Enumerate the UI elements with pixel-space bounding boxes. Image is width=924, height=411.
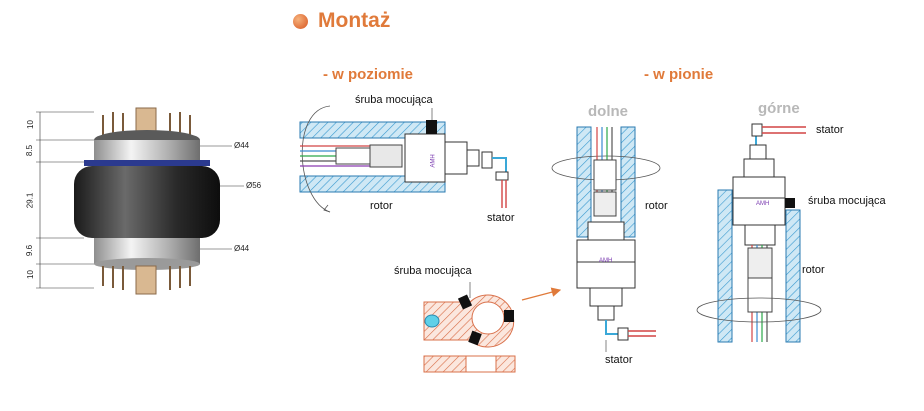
label-screw-horizontal: śruba mocująca <box>355 94 433 106</box>
variant-top-label: górne <box>758 100 800 117</box>
dim-right-3: Ø44 <box>234 244 250 253</box>
label-screw-top: śruba mocująca <box>808 195 886 207</box>
dim-left-5: 10 <box>25 270 35 279</box>
label-rotor-horizontal: rotor <box>370 200 393 212</box>
vertical-bottom-drawing <box>551 126 661 352</box>
label-screw-clamp: śruba mocująca <box>394 265 472 277</box>
dim-right-2: Ø56 <box>246 181 262 190</box>
section-horizontal: - w poziomie <box>323 66 413 83</box>
variant-bottom-label: dolne <box>588 103 628 120</box>
product-illustration <box>36 107 244 295</box>
label-stator-bottom: stator <box>605 354 633 366</box>
vertical-top-drawing <box>696 123 822 343</box>
product-marking-bottom: AMH <box>599 258 613 264</box>
product-marking-horizontal: AMH <box>430 154 437 168</box>
dim-left-3: 29.1 <box>25 192 35 209</box>
dim-left-1: 10 <box>25 120 35 129</box>
horizontal-mount-drawing <box>299 105 509 213</box>
dim-left-4: 9.6 <box>25 244 35 257</box>
dim-left-2: 8.5 <box>25 144 35 157</box>
section-vertical: - w pionie <box>644 66 714 83</box>
page-title: Montaż <box>318 9 391 32</box>
label-stator-top: stator <box>816 124 844 136</box>
label-rotor-bottom: rotor <box>645 200 668 212</box>
clamp-detail-drawing <box>423 282 562 373</box>
dim-right-1: Ø44 <box>234 141 250 150</box>
label-stator-horizontal: stator <box>487 212 515 224</box>
product-marking-top: AMH <box>756 201 770 207</box>
title-bullet-icon <box>293 14 308 29</box>
label-rotor-top: rotor <box>802 264 825 276</box>
